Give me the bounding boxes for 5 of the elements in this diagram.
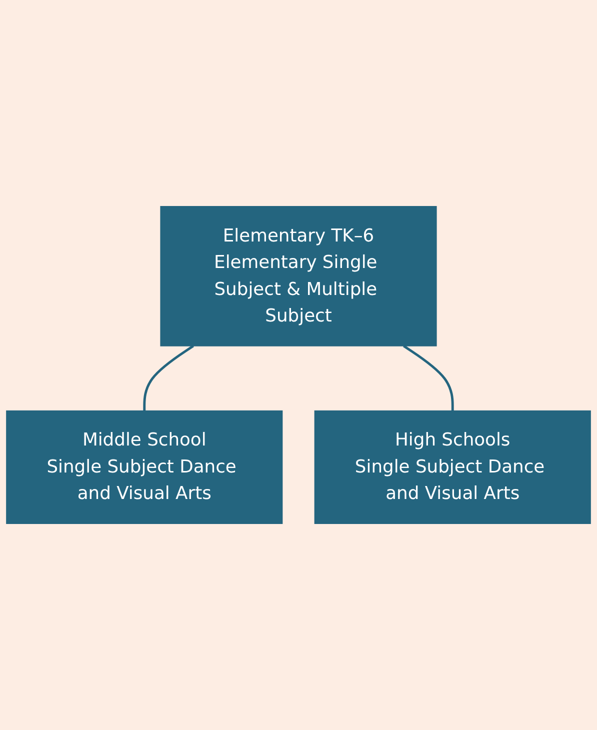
connector <box>143 344 194 411</box>
node-box: Elementary TK–6 Elementary Single Subject & Multiple Subject <box>160 206 437 346</box>
node-box: Middle School Single Subject Dance and Visual Arts <box>6 410 283 524</box>
connector <box>403 344 454 411</box>
node-box: High Schools Single Subject Dance and Visual Arts <box>314 410 591 524</box>
